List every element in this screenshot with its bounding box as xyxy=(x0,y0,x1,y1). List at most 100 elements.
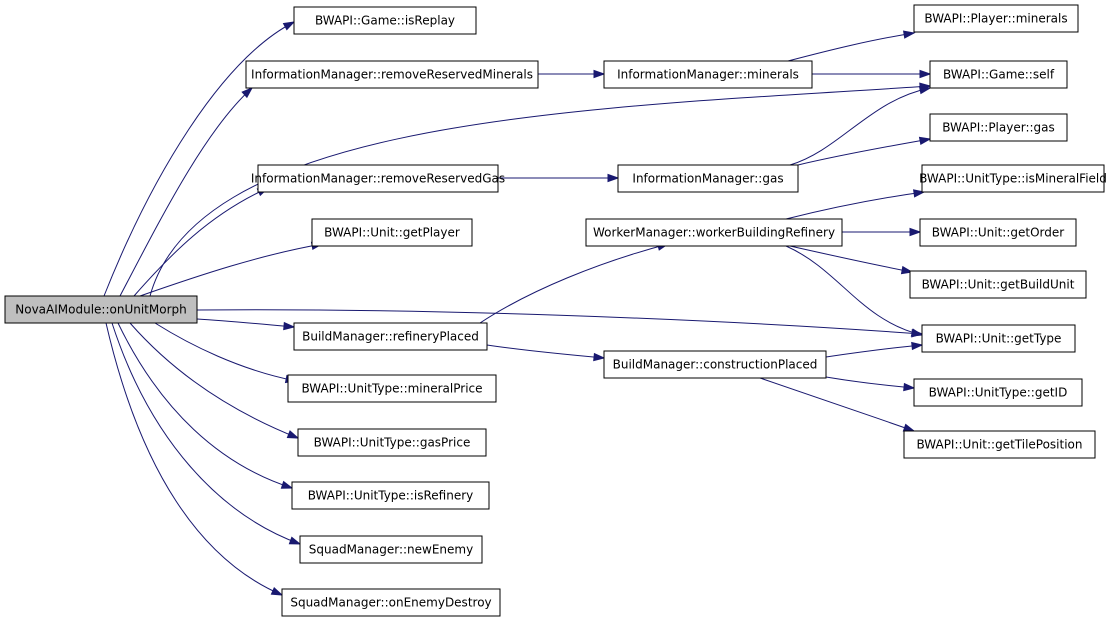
edge-n7-to-n5 xyxy=(789,86,932,166)
edge-n16-to-n17 xyxy=(825,376,916,392)
edge-arrowhead xyxy=(913,189,926,198)
node-box xyxy=(603,350,827,379)
node-label: BWAPI::Unit::getTilePosition xyxy=(916,438,1082,452)
edge-n0-to-n2 xyxy=(119,86,254,297)
edge-arrowhead xyxy=(282,21,296,31)
node-label: BWAPI::Unit::getOrder xyxy=(932,226,1064,240)
function-node[interactable]: BWAPI::Game::self xyxy=(929,60,1068,89)
edge-arrowhead xyxy=(241,86,254,99)
node-label: BWAPI::UnitType::isMineralField xyxy=(919,172,1107,186)
node-box xyxy=(245,60,539,89)
node-box xyxy=(299,535,483,564)
node-box xyxy=(929,113,1068,142)
function-node[interactable]: SquadManager::newEnemy xyxy=(299,535,483,564)
edge-n0-to-n23 xyxy=(105,322,284,596)
edge-n0-to-n22 xyxy=(111,322,302,545)
edge-arrowhead xyxy=(902,30,916,39)
edge-n3-to-n5 xyxy=(812,69,932,79)
edge-arrowhead xyxy=(918,86,932,95)
edge-n3-to-n4 xyxy=(787,30,916,62)
edge-arrowhead xyxy=(607,173,620,183)
edge-arrowhead xyxy=(270,586,284,596)
function-node[interactable]: InformationManager::gas xyxy=(617,164,799,193)
edge-n0-to-n21 xyxy=(117,322,294,489)
edge-n0-to-n9 xyxy=(139,241,324,297)
function-node[interactable]: BWAPI::Game::isReplay xyxy=(293,6,477,35)
function-node[interactable]: BWAPI::Unit::getBuildUnit xyxy=(909,270,1087,299)
node-label: BWAPI::Game::isReplay xyxy=(315,14,455,28)
function-node[interactable]: BWAPI::Player::minerals xyxy=(913,4,1079,33)
edge-arrowhead xyxy=(286,430,300,439)
edge-n16-to-n15 xyxy=(825,341,924,358)
function-node[interactable]: BWAPI::Unit::getOrder xyxy=(919,218,1077,247)
edge-n6-to-n7 xyxy=(498,173,620,183)
node-label: BWAPI::Unit::getType xyxy=(936,332,1062,346)
node-box xyxy=(257,164,499,193)
node-box xyxy=(919,218,1077,247)
function-node[interactable]: BWAPI::Unit::getPlayer xyxy=(311,218,473,247)
edge-line xyxy=(825,376,915,389)
node-label: BWAPI::Unit::getPlayer xyxy=(324,226,460,240)
edge-n10-to-n16 xyxy=(486,344,606,362)
function-node[interactable]: BWAPI::UnitType::getID xyxy=(913,378,1083,407)
function-node[interactable]: InformationManager::minerals xyxy=(603,60,813,89)
node-label: BWAPI::UnitType::getID xyxy=(929,386,1068,400)
node-label: BWAPI::UnitType::gasPrice xyxy=(314,436,471,450)
edges-layer xyxy=(103,21,932,596)
node-box xyxy=(293,6,477,35)
edge-arrowhead xyxy=(283,321,296,331)
node-label: BWAPI::Game::self xyxy=(943,68,1055,82)
edge-n10-to-n11 xyxy=(479,242,670,324)
edge-line xyxy=(787,32,915,62)
node-box xyxy=(4,295,198,324)
edge-line xyxy=(759,377,915,432)
function-node[interactable]: BuildManager::refineryPlaced xyxy=(293,322,488,351)
edge-arrowhead xyxy=(593,352,606,362)
node-box xyxy=(311,218,473,247)
node-label: BWAPI::Player::minerals xyxy=(924,12,1067,26)
node-label: InformationManager::removeReservedGas xyxy=(251,172,505,186)
edge-n0-to-n19 xyxy=(154,322,298,384)
function-node[interactable]: BWAPI::UnitType::gasPrice xyxy=(297,428,487,457)
edge-arrowhead xyxy=(911,341,924,351)
edge-line xyxy=(785,191,925,220)
edge-line xyxy=(105,322,283,596)
nodes-layer: NovaAIModule::onUnitMorph BWAPI::Game::is… xyxy=(4,4,1107,617)
function-node[interactable]: SquadManager::onEnemyDestroy xyxy=(281,588,501,617)
edge-line xyxy=(789,87,931,166)
function-node[interactable]: InformationManager::removeReservedMinera… xyxy=(245,60,539,89)
node-box xyxy=(281,588,501,617)
function-node[interactable]: BWAPI::Player::gas xyxy=(929,113,1068,142)
edge-line xyxy=(154,322,297,382)
edge-line xyxy=(119,87,253,297)
function-node[interactable]: BWAPI::Unit::getType xyxy=(921,324,1076,353)
root-function-node[interactable]: NovaAIModule::onUnitMorph xyxy=(4,295,198,324)
edge-n11-to-n15 xyxy=(785,245,924,337)
edge-arrowhead xyxy=(288,536,302,545)
edge-n0-to-n1 xyxy=(103,21,296,297)
function-node[interactable]: WorkerManager::workerBuildingRefinery xyxy=(585,218,843,247)
node-box xyxy=(291,481,490,510)
function-node[interactable]: BuildManager::constructionPlaced xyxy=(603,350,827,379)
edge-line xyxy=(789,245,913,273)
edge-line xyxy=(486,344,605,359)
function-node[interactable]: BWAPI::UnitType::isMineralField xyxy=(919,164,1107,193)
edge-line xyxy=(196,309,923,335)
edge-arrowhead xyxy=(910,328,924,337)
edge-arrowhead xyxy=(909,227,922,237)
node-box xyxy=(287,374,497,403)
edge-line xyxy=(111,322,301,545)
edge-arrowhead xyxy=(593,69,606,79)
edge-arrowhead xyxy=(919,69,932,79)
function-node[interactable]: BWAPI::UnitType::mineralPrice xyxy=(287,374,497,403)
function-node[interactable]: BWAPI::Unit::getTilePosition xyxy=(903,430,1096,459)
function-node[interactable]: InformationManager::removeReservedGas xyxy=(251,164,505,193)
edge-arrowhead xyxy=(902,423,916,432)
edge-line xyxy=(797,138,931,166)
function-node[interactable]: BWAPI::UnitType::isRefinery xyxy=(291,481,490,510)
node-label: BWAPI::Player::gas xyxy=(942,121,1055,135)
node-label: NovaAIModule::onUnitMorph xyxy=(15,303,186,317)
node-label: BWAPI::UnitType::mineralPrice xyxy=(301,382,482,396)
node-box xyxy=(585,218,843,247)
